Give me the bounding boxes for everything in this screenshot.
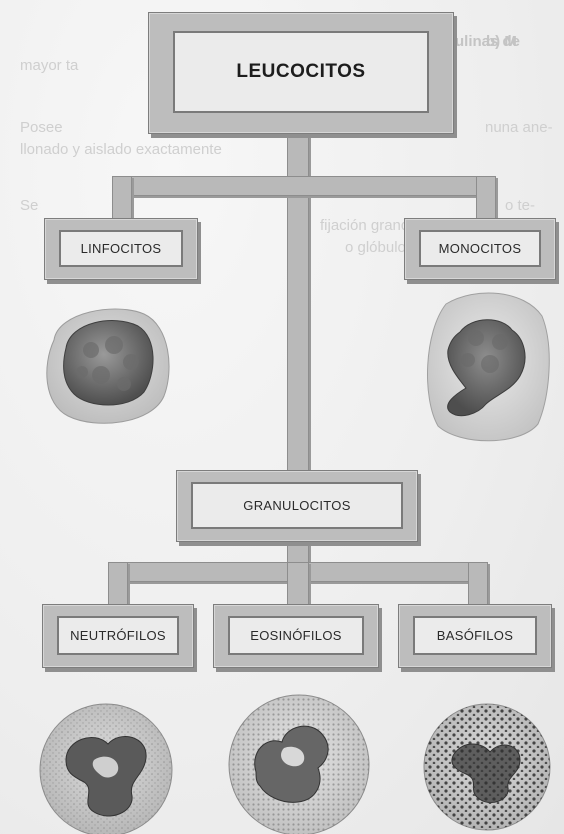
node-label: NEUTRÓFILOS	[57, 616, 179, 655]
connector-to-neutrofilos	[108, 562, 128, 608]
node-label: LINFOCITOS	[59, 230, 183, 267]
ghost-text: Posee	[20, 118, 63, 137]
node-eosinofilos: EOSINÓFILOS	[213, 604, 379, 668]
neutrofilo-cell-illustration	[36, 700, 176, 834]
node-basofilos: BASÓFILOS	[398, 604, 552, 668]
ghost-text: Se	[20, 196, 38, 215]
node-linfocitos: LINFOCITOS	[44, 218, 198, 280]
node-neutrofilos: NEUTRÓFILOS	[42, 604, 194, 668]
branch-connector-top	[112, 176, 496, 196]
node-leucocitos: LEUCOCITOS	[148, 12, 454, 134]
eosinofilo-cell-illustration	[226, 692, 372, 834]
node-label: MONOCITOS	[419, 230, 541, 267]
node-granulocitos: GRANULOCITOS	[176, 470, 418, 542]
node-monocitos: MONOCITOS	[404, 218, 556, 280]
ghost-text: llonado y aislado exactamente	[20, 140, 222, 159]
node-label: GRANULOCITOS	[191, 482, 403, 529]
trunk-connector	[287, 120, 309, 480]
monocito-cell-illustration	[420, 286, 554, 446]
linfocito-cell-illustration	[36, 300, 176, 430]
ghost-text: o te-	[505, 196, 535, 215]
connector-to-basofilos	[468, 562, 488, 608]
node-label: BASÓFILOS	[413, 616, 537, 655]
ghost-text: mayor ta	[20, 56, 78, 75]
node-label: EOSINÓFILOS	[228, 616, 364, 655]
basofilo-cell-illustration	[420, 700, 554, 834]
connector-to-eosinofilos	[287, 562, 309, 608]
node-label: LEUCOCITOS	[173, 31, 429, 113]
ghost-text: nuna ane-	[485, 118, 553, 137]
ghost-text: ulinas de	[455, 32, 520, 51]
